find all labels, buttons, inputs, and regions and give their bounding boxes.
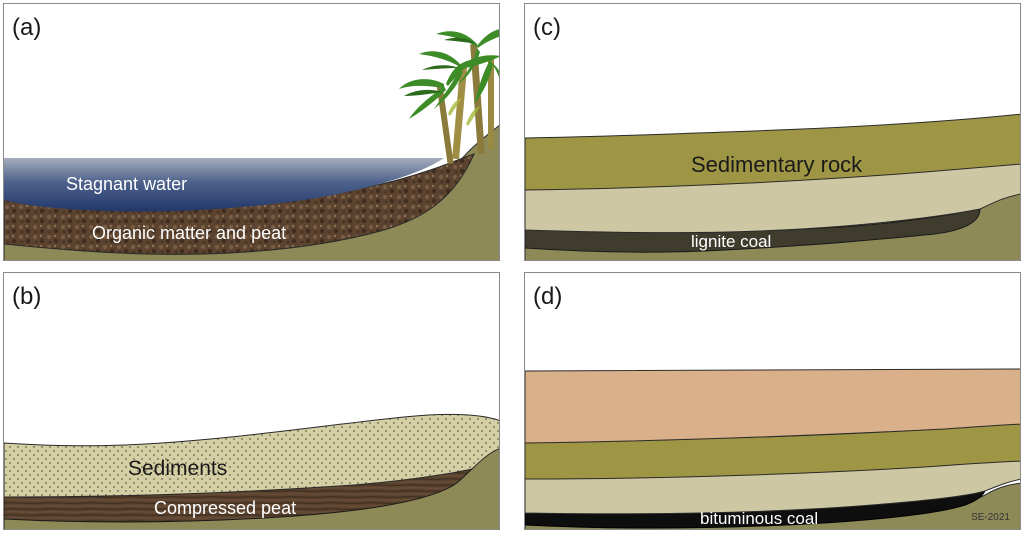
panel-b: (b) Sediments Compressed peat [3, 272, 500, 530]
sediments-label: Sediments [128, 457, 228, 480]
swamp-illustration [4, 29, 499, 260]
panel-label: (b) [12, 283, 42, 310]
panel-a: (a) Stagnant water Organic matter and pe… [3, 3, 500, 261]
bituminous-strata [525, 368, 1020, 529]
sediment-layer [4, 413, 499, 498]
peat-label: Organic matter and peat [92, 223, 287, 243]
panel-d: (d) bituminous coal SE-2021 [524, 272, 1021, 530]
credit-stamp: SE-2021 [971, 512, 1010, 523]
lignite-strata [525, 113, 1020, 260]
sedimentary-rock-layer [525, 113, 1020, 191]
coal-label: bituminous coal [700, 509, 819, 528]
pink-rock-layer [525, 368, 1020, 444]
panel-label: (d) [533, 283, 563, 310]
water-label: Stagnant water [66, 174, 188, 194]
panel-label: (a) [12, 14, 42, 41]
rock-label: Sedimentary rock [691, 152, 863, 177]
peat-label: Compressed peat [154, 498, 297, 518]
buried-peat-strata [4, 413, 499, 529]
palm-trees [399, 29, 499, 165]
water-layer [4, 158, 444, 212]
panel-label: (c) [533, 14, 561, 41]
panel-c: (c) Sedimentary rock lignite coal [524, 3, 1021, 261]
coal-label: lignite coal [691, 232, 772, 251]
